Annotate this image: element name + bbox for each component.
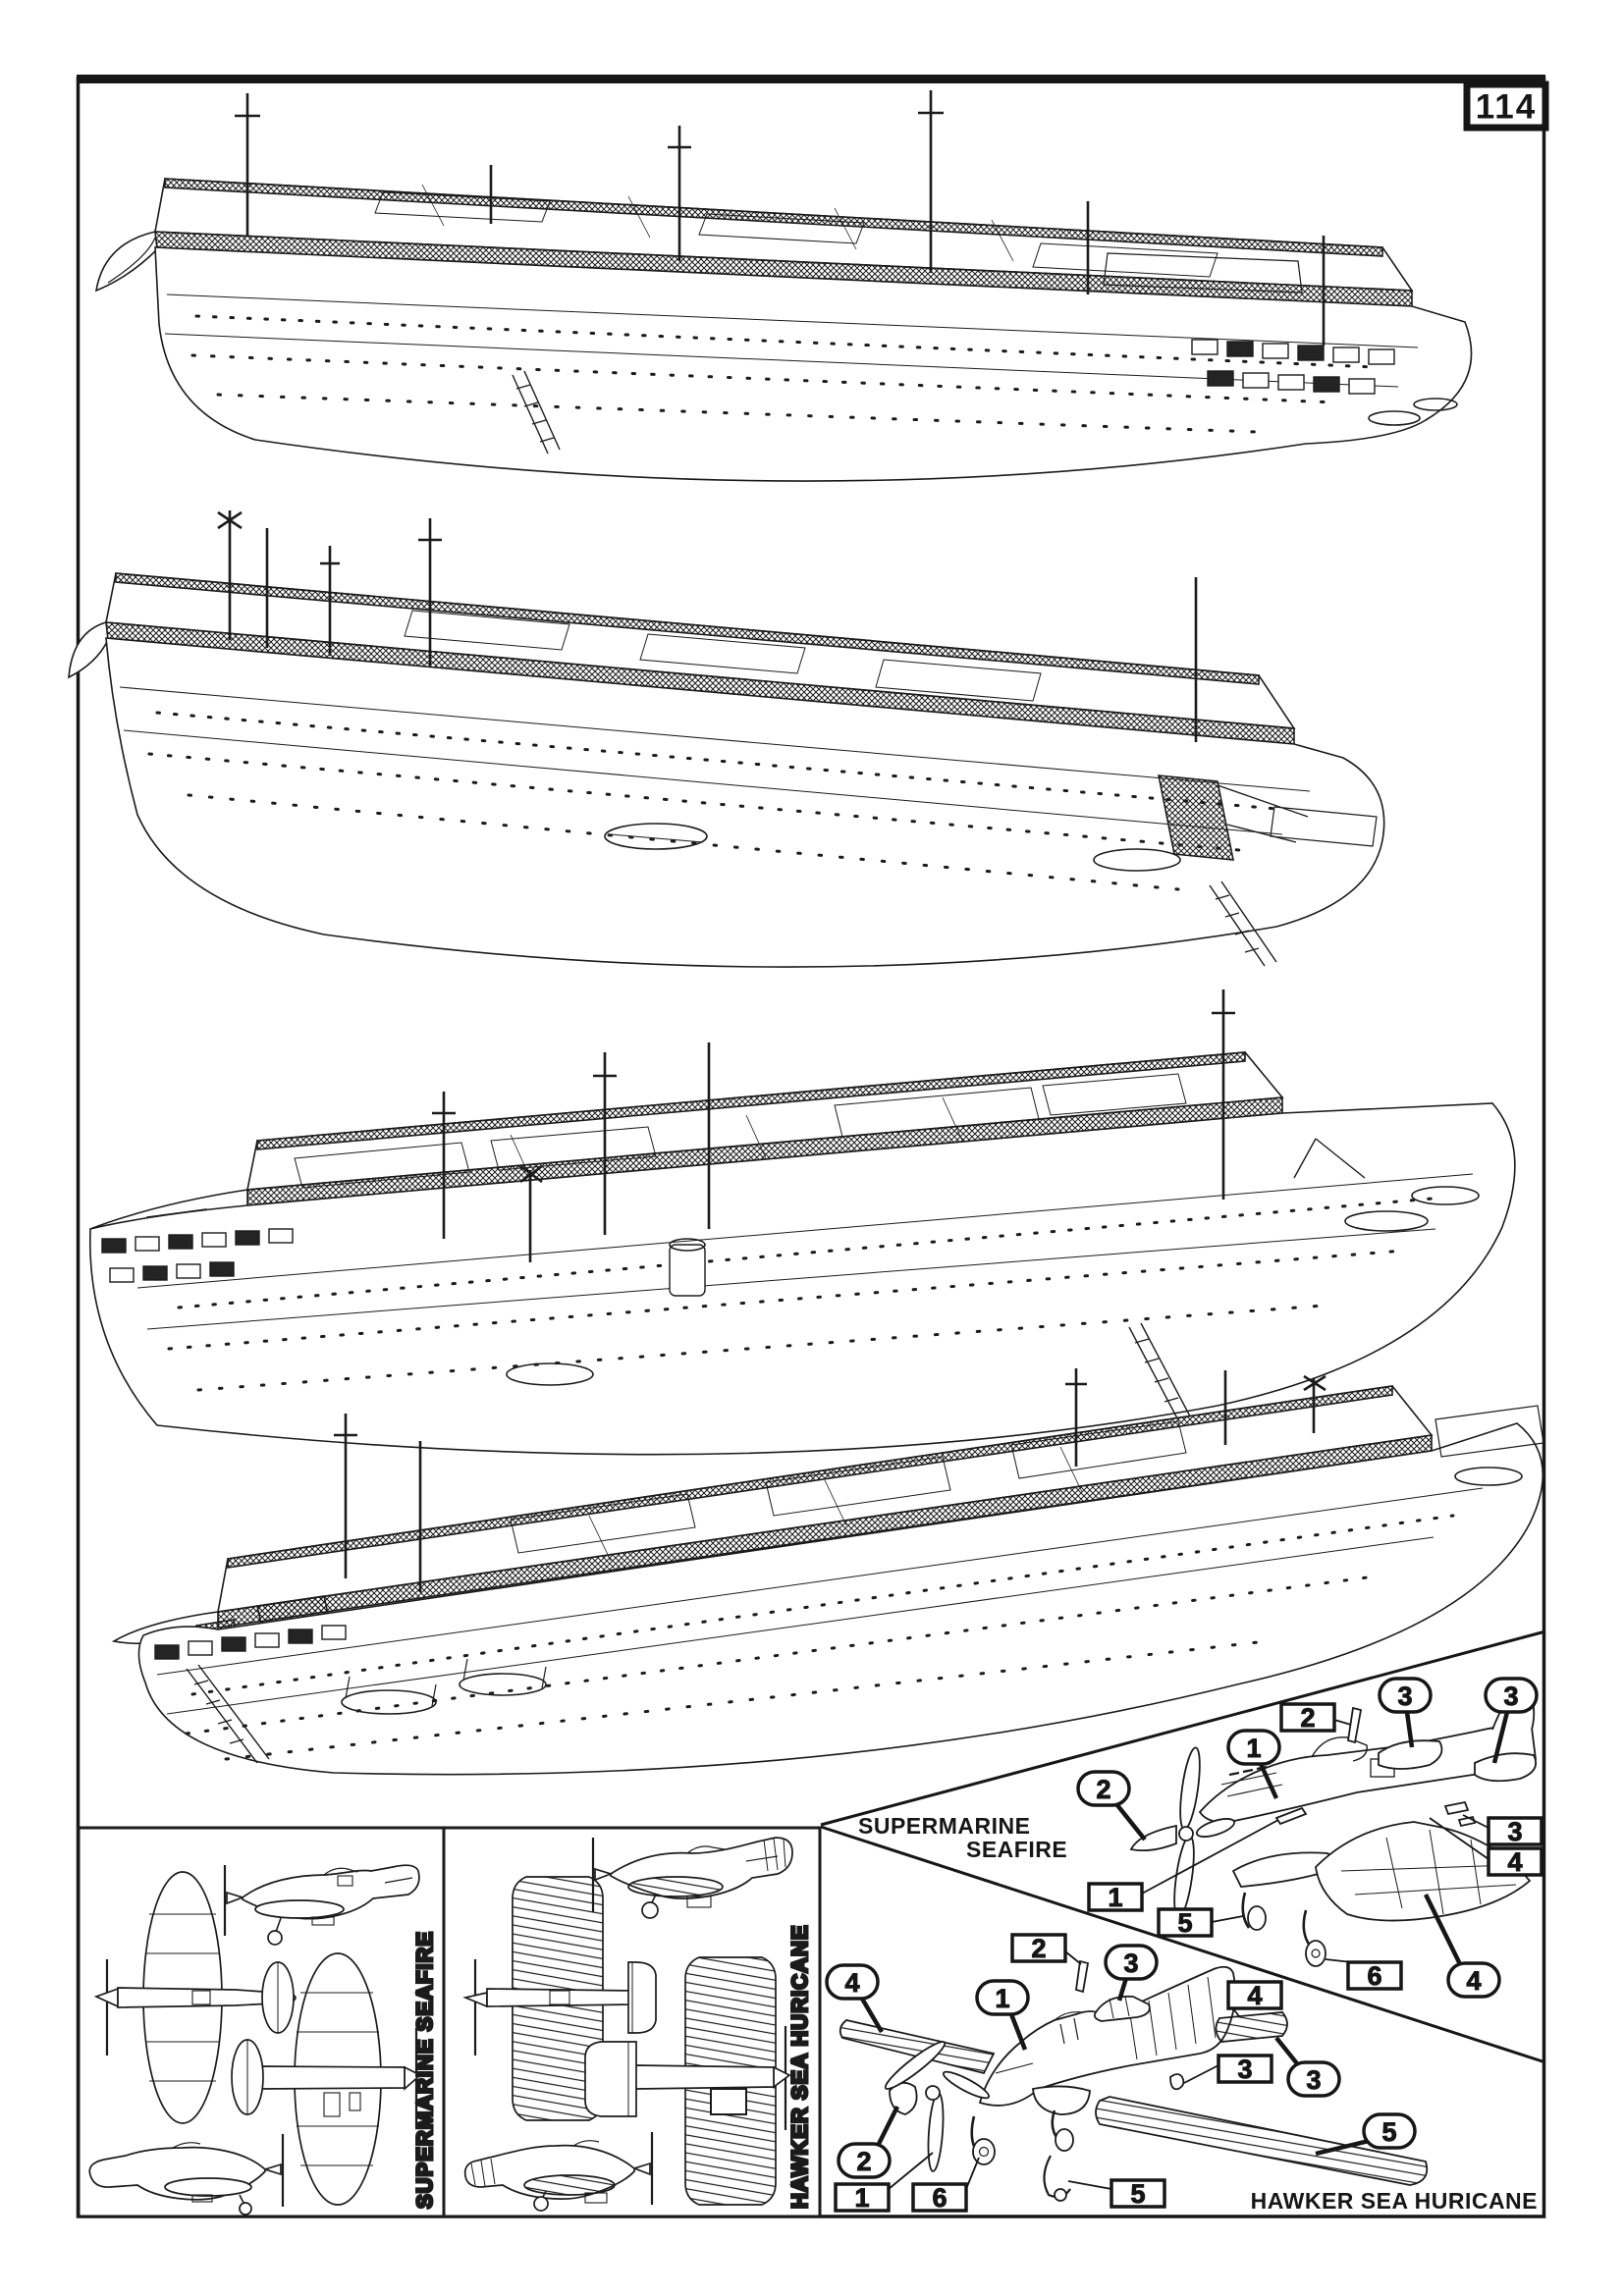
- svg-text:3: 3: [1123, 1949, 1138, 1978]
- callout-hurricane-rect-3: 3: [1183, 2054, 1273, 2085]
- svg-text:3: 3: [1237, 2055, 1252, 2084]
- callout-hurricane-rect-5: 5: [1067, 2178, 1166, 2210]
- hurricane-assembly: [839, 1959, 1429, 2202]
- callout-seafire-oval-2: 2: [1076, 1770, 1147, 1842]
- hurricane-propeller: [884, 2041, 991, 2172]
- callout-seafire-rect-6: 6: [1325, 1958, 1403, 1992]
- bow-windows: [101, 1228, 294, 1283]
- svg-text:5: 5: [1130, 2179, 1145, 2209]
- callout-hurricane-rect-6: 6: [911, 2157, 980, 2214]
- bow-windows: [154, 1625, 347, 1660]
- svg-text:3: 3: [1306, 2065, 1321, 2095]
- divider-diagonal-upper: [820, 1629, 1546, 1827]
- seafire-title-line1: SUPERMARINE: [858, 1813, 1030, 1839]
- callout-seafire-rect-1: 1: [1087, 1819, 1279, 1913]
- svg-text:6: 6: [1367, 1961, 1381, 1991]
- svg-text:1: 1: [854, 2183, 869, 2213]
- svg-text:4: 4: [844, 1968, 859, 1998]
- svg-text:2: 2: [856, 2147, 871, 2176]
- hurricane-callouts: 4 1 2 3 3 5 2: [825, 1933, 1417, 2214]
- stern-windows: [1191, 339, 1395, 395]
- callout-hurricane-oval-5: 5: [1315, 2112, 1417, 2157]
- callout-hurricane-oval-2: 2: [837, 2105, 900, 2179]
- callout-hurricane-oval-3a: 3: [1104, 1944, 1159, 2002]
- callout-seafire-oval-1: 1: [1226, 1729, 1281, 1799]
- ship-view-3: [89, 989, 1516, 1456]
- hurricane-bottom-view: [584, 1956, 791, 2206]
- seafire-propeller: [1129, 1746, 1236, 1919]
- svg-text:1: 1: [1246, 1734, 1261, 1763]
- callout-hurricane-oval-1: 1: [975, 1979, 1030, 2051]
- seafire-side-view-bottom: [88, 2134, 285, 2216]
- ship-view-2: [68, 510, 1385, 968]
- callout-hurricane-oval-4: 4: [825, 1963, 884, 2034]
- seafire-top-view: [93, 1871, 297, 2124]
- hurricane-panel-label: HAWKER SEA HURICANE: [787, 1924, 812, 2209]
- panel-seafire-views: SUPERMARINE SEAFIRE: [77, 1826, 446, 2218]
- callout-seafire-oval-3a: 3: [1378, 1677, 1433, 1748]
- svg-text:2: 2: [1031, 1934, 1046, 1963]
- svg-text:6: 6: [932, 2183, 947, 2213]
- svg-text:5: 5: [1177, 1908, 1192, 1938]
- callout-seafire-rect-5: 5: [1157, 1907, 1244, 1939]
- callout-hurricane-rect-1: 1: [834, 2152, 934, 2214]
- callout-seafire-rect-3: 3: [1462, 1814, 1543, 1847]
- callout-seafire-oval-4: 4: [1423, 1894, 1501, 1999]
- svg-text:4: 4: [1507, 1847, 1522, 1877]
- masts: [334, 1368, 1326, 1592]
- callout-seafire-rect-2: 2: [1279, 1702, 1352, 1734]
- callout-hurricane-rect-2: 2: [1010, 1933, 1082, 1965]
- hurricane-side-view-bottom: [463, 2132, 654, 2212]
- svg-text:2: 2: [1096, 1775, 1110, 1804]
- seafire-callouts: 2 1 3 3 4 2 1: [1076, 1677, 1543, 1999]
- page-number-box: 114: [1463, 80, 1549, 132]
- callout-seafire-oval-3b: 3: [1484, 1677, 1539, 1764]
- seafire-bottom-view: [231, 1952, 422, 2206]
- ship-view-1: [94, 90, 1473, 482]
- panel-hurricane-views: HAWKER SEA HURICANE: [442, 1826, 822, 2218]
- seafire-panel-label: SUPERMARINE SEAFIRE: [412, 1931, 437, 2209]
- seafire-assembly: [1129, 1681, 1538, 1967]
- svg-text:1: 1: [1108, 1883, 1122, 1912]
- svg-text:4: 4: [1466, 1966, 1481, 1996]
- svg-text:3: 3: [1397, 1682, 1412, 1711]
- seafire-side-view-top: [223, 1864, 420, 1946]
- callout-seafire-rect-4: 4: [1429, 1817, 1543, 1878]
- assembly-titles: SUPERMARINE SEAFIRE HAWKER SEA HURICANE: [858, 1813, 1538, 2214]
- divider-diagonal-lower: [820, 1825, 1546, 2064]
- svg-text:2: 2: [1300, 1703, 1315, 1733]
- masts: [432, 989, 1235, 1262]
- svg-text:5: 5: [1381, 2117, 1396, 2147]
- callout-hurricane-oval-3b: 3: [1274, 2036, 1341, 2098]
- svg-text:3: 3: [1507, 1817, 1522, 1846]
- svg-text:4: 4: [1247, 1981, 1262, 2010]
- seafire-title-line2: SEAFIRE: [966, 1837, 1067, 1862]
- svg-text:1: 1: [995, 1984, 1009, 2013]
- hurricane-top-view: [462, 1876, 657, 2121]
- callout-hurricane-rect-4: 4: [1226, 1980, 1283, 2017]
- masts: [235, 90, 1326, 346]
- hurricane-side-view-top: [591, 1837, 793, 1919]
- ship-view-4: [111, 1368, 1544, 1776]
- masts: [217, 510, 1198, 742]
- page-number: 114: [1476, 88, 1537, 127]
- svg-text:3: 3: [1503, 1682, 1518, 1711]
- hurricane-title: HAWKER SEA HURICANE: [1251, 2188, 1538, 2214]
